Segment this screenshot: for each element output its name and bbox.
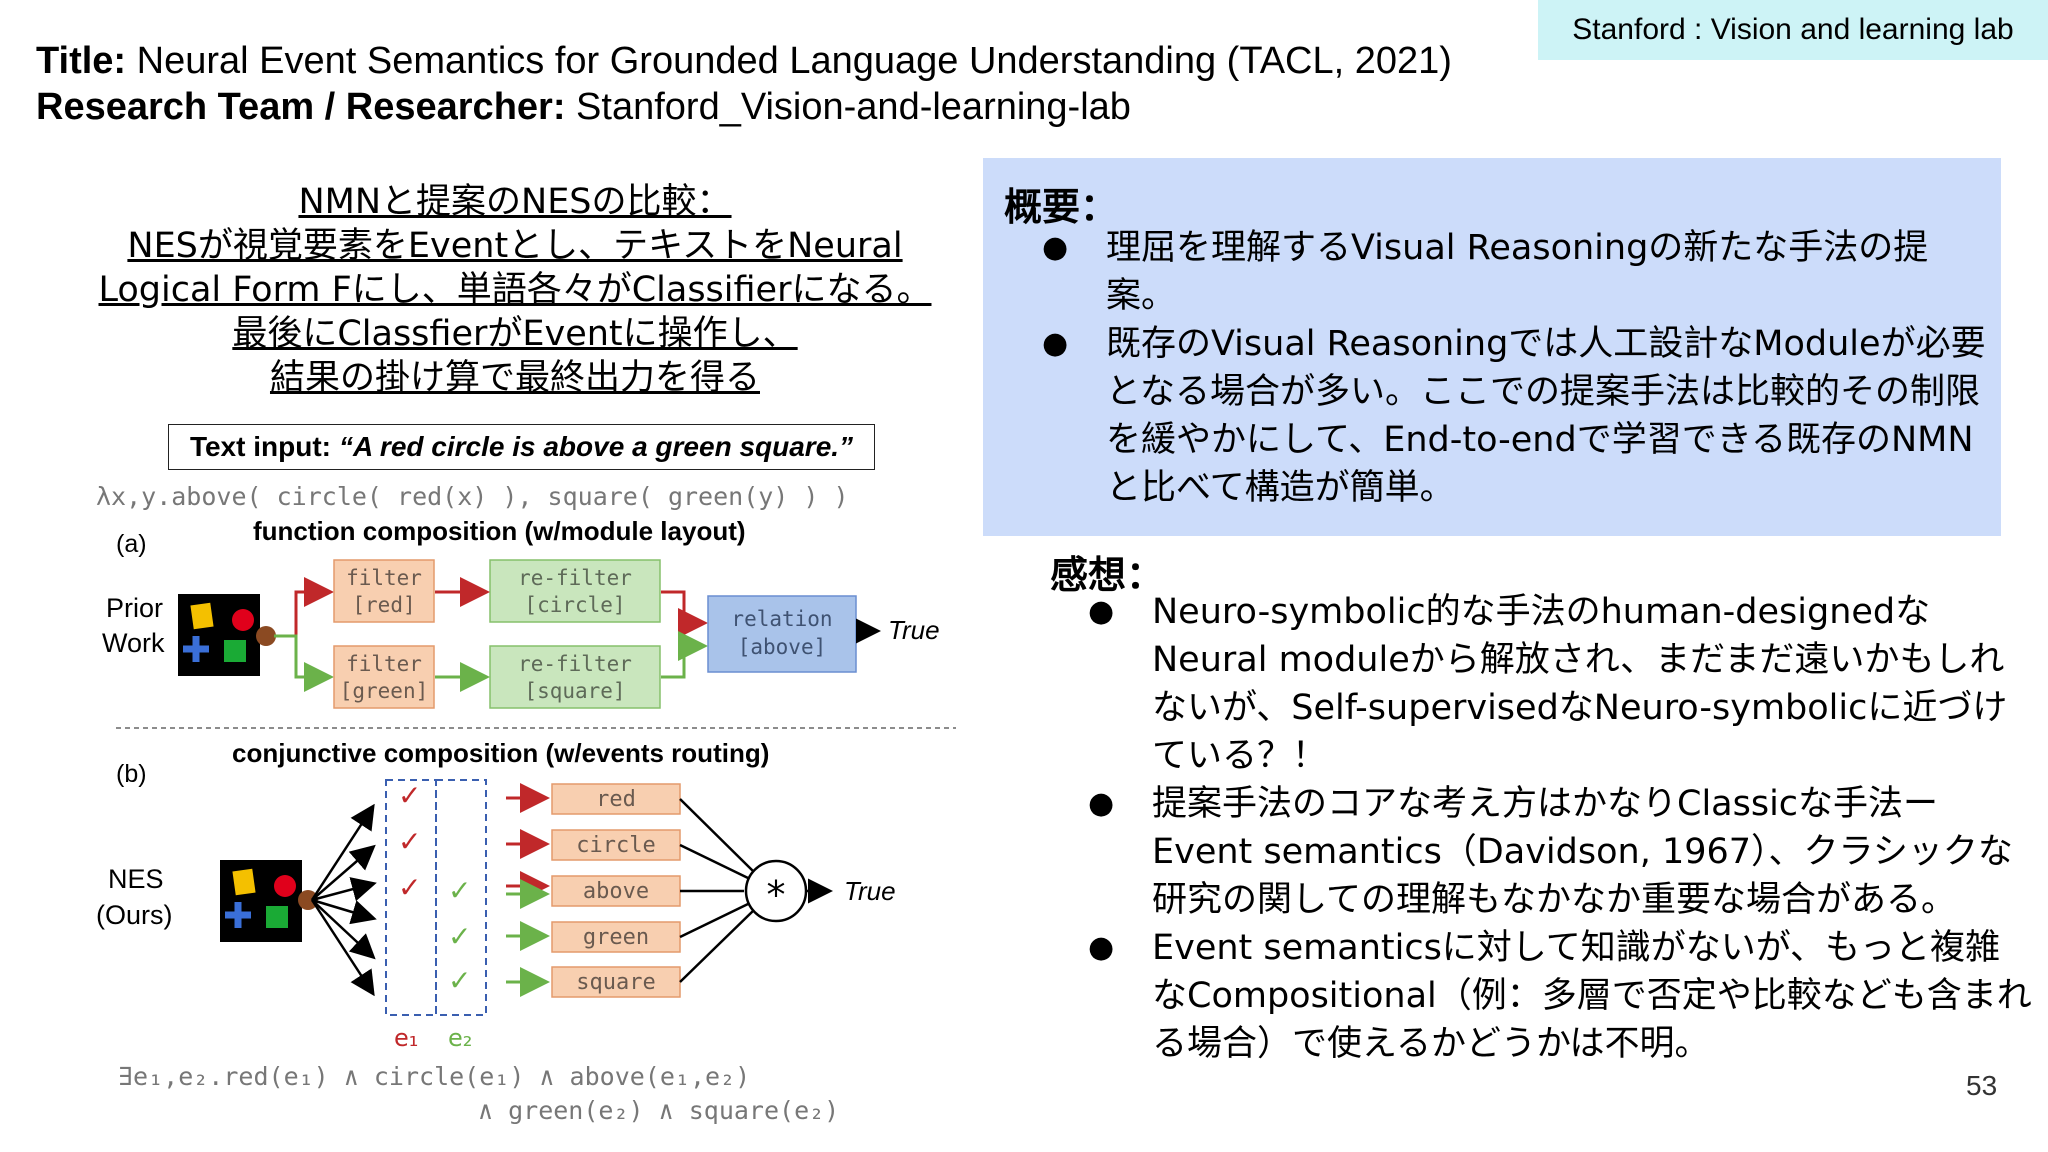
check-e2-above: ✓ — [448, 874, 471, 907]
panel-a-label: (a) — [116, 530, 147, 558]
paper-title: Neural Event Semantics for Grounded Lang… — [136, 40, 1452, 82]
svg-text:filter: filter — [346, 652, 422, 676]
module-relation-above: relation [above] — [707, 595, 857, 673]
summary-panel — [983, 158, 2001, 536]
team-label: Research Team / Researcher: — [36, 86, 566, 128]
caption-line: Logical Form Fにし、単語各々がClassifierになる。 — [98, 270, 932, 310]
check-e1-above: ✓ — [398, 871, 421, 904]
nes-label: (Ours) — [96, 900, 173, 930]
nmn-vs-nes-diagram: (a) function composition (w/module layou… — [96, 516, 956, 1052]
lab-badge: Stanford : Vision and learning lab — [1538, 0, 2048, 60]
impression-item: ● Neuro-symbolic的な手法のhuman-designedなNeura… — [1088, 588, 2032, 780]
text-input-box: Text input: “A red circle is above a gre… — [168, 424, 875, 470]
panel-b-label: (b) — [116, 760, 147, 788]
title-label: Title: — [36, 40, 127, 82]
event-e1-column — [385, 779, 437, 1016]
check-e1-red: ✓ — [398, 779, 421, 812]
event-logic-line2: ∧ green(e₂) ∧ square(e₂) — [478, 1096, 840, 1125]
svg-text:re-filter: re-filter — [518, 652, 632, 676]
check-e2-square: ✓ — [448, 964, 471, 997]
page-number: 53 — [1966, 1070, 1998, 1101]
bullet-marker: ● — [1088, 930, 1115, 965]
panel-a-title: function composition (w/module layout) — [253, 516, 746, 546]
output-true-b: True — [844, 876, 896, 906]
text-input-sentence: “A red circle is above a green square.” — [338, 431, 854, 462]
svg-text:filter: filter — [346, 566, 422, 590]
summary-item-text: 既存のVisual Reasoningでは人工設計なModuleが必要となる場合… — [1106, 324, 1986, 508]
caption-line: 結果の掛け算で最終出力を得る — [269, 358, 760, 398]
module-filter-green: filter [green] — [333, 645, 435, 709]
summary-item-text: 理屈を理解するVisual Reasoningの新たな手法の提案。 — [1106, 228, 1929, 316]
event-routing-arrows — [310, 803, 377, 997]
bullet-marker: ● — [1042, 326, 1069, 361]
output-true-a: True — [888, 615, 940, 645]
caption-line: NESが視覚要素をEventとし、テキストをNeural — [127, 226, 903, 266]
classifier-green-box — [551, 921, 681, 953]
module-refilter-circle: re-filter [circle] — [489, 559, 661, 623]
bullet-marker: ● — [1088, 786, 1115, 821]
classifier-circle: circle — [576, 833, 655, 858]
classifier-above: above — [583, 879, 649, 904]
impression-item: ● Event semanticsに対して知識がないが、もっと複雑なComposi… — [1088, 924, 2032, 1068]
svg-text:[above]: [above] — [738, 635, 827, 659]
svg-text:[circle]: [circle] — [524, 593, 625, 617]
team-name: Stanford_Vision-and-learning-lab — [576, 86, 1131, 128]
title-line: Title: Neural Event Semantics for Ground… — [36, 38, 1452, 84]
impression-item: ● 提案手法のコアな考え方はかなりClassicな手法ーEvent semanti… — [1088, 780, 2032, 924]
bullet-marker: ● — [1042, 230, 1069, 265]
team-line: Research Team / Researcher: Stanford_Vis… — [36, 84, 1452, 130]
slide-header: Title: Neural Event Semantics for Ground… — [36, 38, 1452, 130]
classifier-above-box — [551, 875, 681, 907]
svg-text:[green]: [green] — [340, 679, 429, 703]
caption-line: 最後にClassfierがEventに操作し、 — [232, 314, 798, 354]
svg-text:[red]: [red] — [352, 593, 415, 617]
panel-b-title: conjunctive composition (w/events routin… — [232, 738, 769, 768]
impression-item-text: Event semanticsに対して知識がないが、もっと複雑なComposit… — [1152, 928, 2032, 1064]
check-e2-green: ✓ — [448, 920, 471, 953]
caption-line: NMNと提案のNESの比較： — [298, 182, 732, 222]
impression-item-text: 提案手法のコアな考え方はかなりClassicな手法ーEvent semantic… — [1152, 784, 2013, 920]
bullet-marker: ● — [1088, 594, 1115, 629]
event-e1-label: e₁ — [394, 1024, 418, 1052]
lambda-expression: λx,y.above( circle( red(x) ), square( gr… — [96, 482, 849, 511]
event-logic-line1: ∃e₁,e₂.red(e₁) ∧ circle(e₁) ∧ above(e₁,e… — [118, 1062, 751, 1091]
text-input-label: Text input: — [189, 431, 331, 462]
classifier-square: square — [576, 970, 655, 995]
event-e2-column — [435, 779, 487, 1016]
svg-text:re-filter: re-filter — [518, 566, 632, 590]
event-e2-label: e₂ — [448, 1024, 472, 1052]
product-symbol: * — [767, 873, 786, 917]
svg-text:[square]: [square] — [524, 679, 625, 703]
check-e1-circle: ✓ — [398, 825, 421, 858]
classifier-green: green — [583, 925, 649, 950]
product-inputs — [679, 798, 755, 983]
classifier-red: red — [596, 787, 636, 812]
module-filter-red: filter [red] — [333, 559, 435, 623]
nes-label: NES — [108, 864, 164, 894]
scene-image-b — [220, 860, 318, 942]
prior-work-label: Work — [102, 628, 165, 658]
summary-title: 概要： — [1004, 185, 1119, 229]
scene-image-a — [178, 594, 276, 676]
comparison-caption: NMNと提案のNESの比較： NESが視覚要素をEventとし、テキストをNeu… — [60, 180, 970, 400]
svg-text:relation: relation — [731, 607, 832, 631]
impressions-list: ● Neuro-symbolic的な手法のhuman-designedなNeura… — [1088, 588, 2032, 1068]
summary-item: ● 既存のVisual Reasoningでは人工設計なModuleが必要となる場… — [1042, 320, 1986, 512]
module-refilter-square: re-filter [square] — [489, 645, 661, 709]
prior-work-label: Prior — [106, 593, 163, 623]
impression-item-text: Neuro-symbolic的な手法のhuman-designedなNeural… — [1152, 592, 2008, 776]
classifier-circle-box — [551, 829, 681, 861]
impressions-title: 感想： — [1050, 553, 1165, 597]
summary-list: ● 理屈を理解するVisual Reasoningの新たな手法の提案。 ● 既存のV… — [1042, 224, 1986, 512]
summary-item: ● 理屈を理解するVisual Reasoningの新たな手法の提案。 — [1042, 224, 1986, 320]
